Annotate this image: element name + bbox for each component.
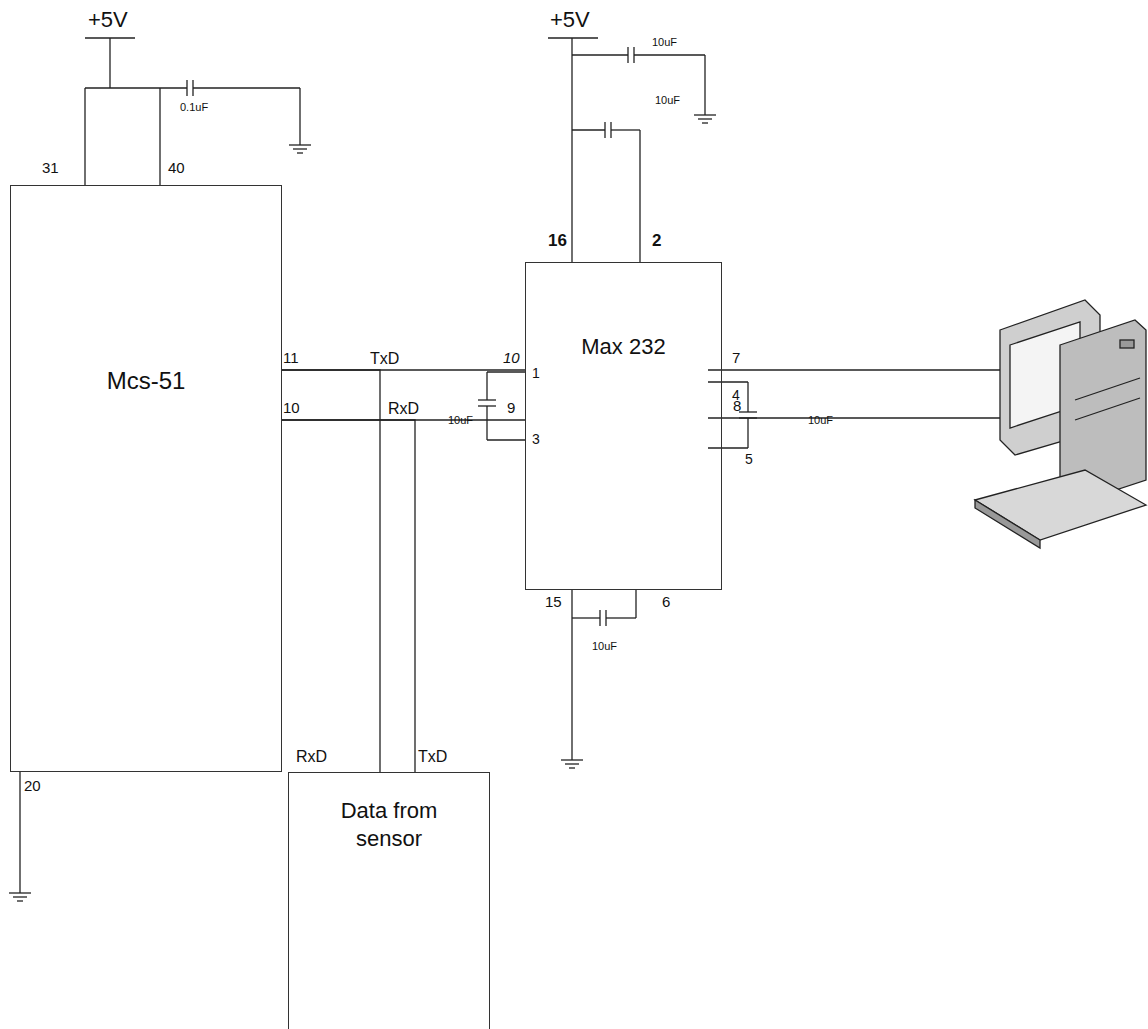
capacitor-value: 10uF — [448, 414, 473, 426]
pin-number: 9 — [507, 400, 515, 417]
pin-number: 2 — [652, 232, 661, 251]
pin-number: 10 — [283, 400, 300, 417]
signal-name: RxD — [296, 748, 327, 766]
sensor-box: Data from sensor — [288, 772, 490, 1029]
pin-number: 40 — [168, 160, 185, 177]
pin-number: 31 — [42, 160, 59, 177]
pin-number: 11 — [283, 350, 299, 367]
capacitor-value: 10uF — [652, 36, 677, 48]
microcontroller-box: Mcs-51 — [10, 185, 282, 772]
signal-name: RxD — [388, 400, 419, 418]
pin-number: 6 — [662, 594, 670, 611]
pin-number: 5 — [745, 452, 753, 467]
supply-label: +5V — [88, 8, 128, 32]
pin-number: 10 — [503, 350, 520, 367]
pin-number: 7 — [732, 350, 740, 367]
node-text: Data from sensor — [329, 797, 449, 852]
signal-wire — [282, 370, 380, 772]
capacitor-value: 10uF — [592, 640, 617, 652]
pin-number: 20 — [24, 778, 41, 795]
pin-number: 15 — [545, 594, 562, 611]
node-text: Max 232 — [526, 333, 721, 361]
capacitor-value: 10uF — [808, 414, 833, 426]
capacitor-value: 10uF — [655, 94, 680, 106]
supply-label: +5V — [550, 8, 590, 32]
pin-number: 3 — [532, 432, 540, 447]
pin-number: 1 — [532, 366, 540, 381]
signal-name: TxD — [418, 748, 447, 766]
capacitor-value: 0.1uF — [180, 101, 208, 113]
node-text: Mcs-51 — [11, 366, 281, 396]
pin-number: 4 — [732, 388, 740, 403]
pin-number: 16 — [548, 232, 567, 251]
max232-chip-box: Max 232 — [525, 262, 722, 590]
signal-wire — [282, 420, 415, 772]
signal-name: TxD — [370, 350, 399, 368]
